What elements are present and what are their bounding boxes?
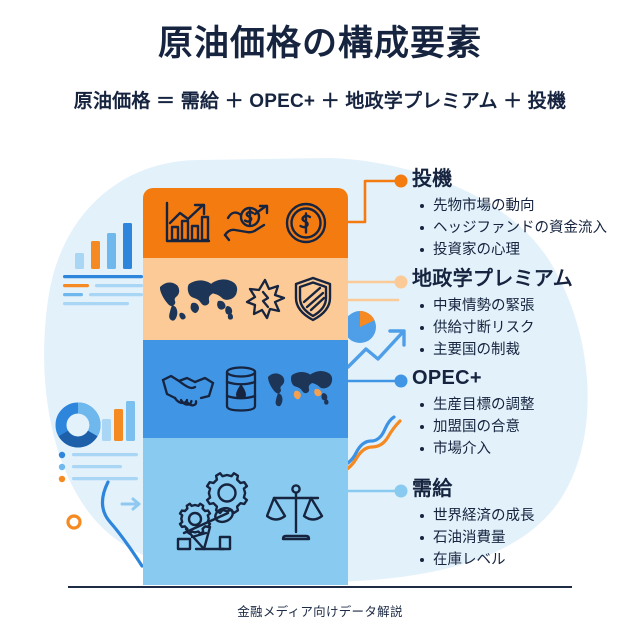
list-item: 加盟国の合意 xyxy=(420,416,535,438)
dollar-coin-icon xyxy=(285,202,326,244)
page-subtitle: 原油価格 ＝ 需給 ＋ OPEC+ ＋ 地政学プレミアム ＋ 投機 xyxy=(73,91,567,113)
list-item: 主要国の制裁 xyxy=(420,339,573,361)
explosion-icon xyxy=(245,278,285,320)
footer-divider xyxy=(68,586,572,588)
section-speculation: 投機 先物市場の動向 ヘッジファンドの資金流入 投資家の心理 xyxy=(412,168,607,261)
oil-barrel-icon xyxy=(225,366,256,412)
section-heading-geopolitics: 地政学プレミアム xyxy=(412,268,573,290)
connector-dot-speculation xyxy=(394,174,408,188)
shield-icon xyxy=(294,276,331,322)
list-item: ヘッジファンドの資金流入 xyxy=(420,217,607,239)
donut-chart-card-decoration xyxy=(55,401,138,483)
list-item: 供給寸断リスク xyxy=(420,317,573,339)
footer-caption: 金融メディア向けデータ解説 xyxy=(237,605,403,619)
list-item: 中東情勢の緊張 xyxy=(420,295,573,317)
section-heading-speculation: 投機 xyxy=(412,168,453,190)
band-geopolitics[interactable] xyxy=(143,258,348,340)
crossing-line-chart-decoration xyxy=(336,415,402,475)
pumpjack-icon xyxy=(176,506,234,550)
list-item: 世界経済の成長 xyxy=(420,505,535,527)
bullet-list-supply: 世界経済の成長 石油消費量 在庫レベル xyxy=(412,505,535,571)
band-opec[interactable] xyxy=(143,340,348,438)
world-map-icon xyxy=(159,279,237,321)
bullet-list-speculation: 先物市場の動向 ヘッジファンドの資金流入 投資家の心理 xyxy=(412,195,607,261)
bullet-list-opec: 生産目標の調整 加盟国の合意 市場介入 xyxy=(412,394,535,460)
bar-chart-uptrend-icon xyxy=(165,201,210,243)
section-opec: OPEC+ 生産目標の調整 加盟国の合意 市場介入 xyxy=(412,367,535,460)
bullet-list-geopolitics: 中東情勢の緊張 供給寸断リスク 主要国の制裁 xyxy=(412,295,573,361)
gears-icon xyxy=(178,471,248,535)
section-heading-supply: 需給 xyxy=(412,478,453,500)
band-supply[interactable] xyxy=(143,438,348,585)
list-item: 生産目標の調整 xyxy=(420,394,535,416)
connector-dot-supply xyxy=(394,484,408,498)
section-supply: 需給 世界経済の成長 石油消費量 在庫レベル xyxy=(412,478,535,571)
list-item: 先物市場の動向 xyxy=(420,195,607,217)
list-item: 石油消費量 xyxy=(420,527,535,549)
page-title: 原油価格の構成要素 xyxy=(157,24,482,63)
list-item: 在庫レベル xyxy=(420,549,535,571)
connector-dot-geopolitics xyxy=(394,275,408,289)
list-item: 投資家の心理 xyxy=(420,239,607,261)
section-geopolitics: 地政学プレミアム 中東情勢の緊張 供給寸断リスク 主要国の制裁 xyxy=(412,268,573,361)
curved-line-decoration xyxy=(66,480,144,568)
bar-chart-card-decoration xyxy=(63,223,143,306)
pie-chart-uptrend-arrow-decoration xyxy=(344,311,406,369)
header: 原油価格の構成要素 原油価格 ＝ 需給 ＋ OPEC+ ＋ 地政学プレミアム ＋… xyxy=(0,0,640,113)
band-speculation[interactable] xyxy=(143,188,348,258)
world-map-icon xyxy=(267,370,332,407)
balance-scale-icon xyxy=(265,483,323,540)
connector-dot-opec xyxy=(394,374,408,388)
hand-dollar-growth-icon xyxy=(223,204,268,242)
section-heading-opec: OPEC+ xyxy=(412,367,482,389)
pumpjack-gears-icon xyxy=(176,471,248,550)
list-item: 市場介入 xyxy=(420,438,535,460)
handshake-icon xyxy=(161,374,214,407)
